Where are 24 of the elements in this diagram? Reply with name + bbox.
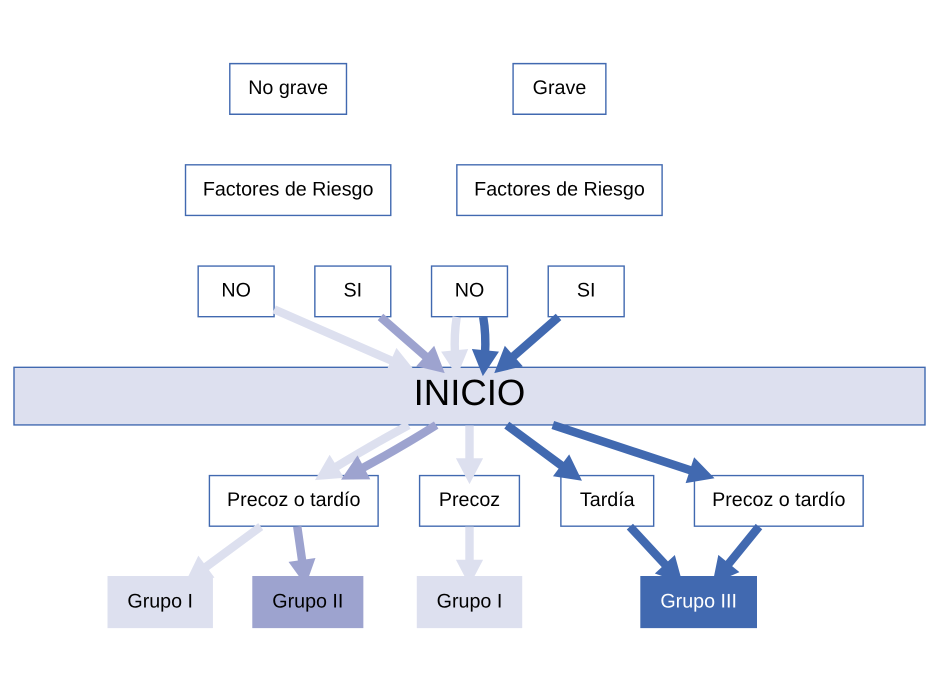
node-box: Grupo I	[107, 576, 213, 628]
node-box: Grupo I	[416, 576, 522, 628]
node-box: Precoz o tardío	[208, 474, 379, 527]
node-box: SI	[548, 265, 625, 318]
arrow	[472, 316, 499, 376]
node-box: NO	[430, 265, 508, 318]
node-box: Precoz	[418, 474, 520, 527]
node-box: Factores de Riesgo	[184, 164, 392, 216]
arrow	[456, 425, 484, 484]
arrow	[494, 314, 562, 374]
node-box: Factores de Riesgo	[456, 164, 663, 216]
node-box: Tardía	[560, 474, 654, 527]
node-box: INICIO	[13, 366, 926, 426]
node-box: Precoz o tardío	[694, 474, 864, 527]
node-box: SI	[314, 265, 392, 318]
node-box: Grupo II	[252, 576, 364, 628]
node-box: Grave	[512, 62, 607, 115]
node-box: NO	[197, 265, 275, 318]
node-box: Grupo III	[640, 576, 757, 628]
arrow	[504, 422, 582, 481]
arrow	[378, 314, 445, 374]
node-box: No grave	[229, 62, 348, 115]
arrow	[314, 421, 411, 480]
arrow	[341, 422, 438, 480]
